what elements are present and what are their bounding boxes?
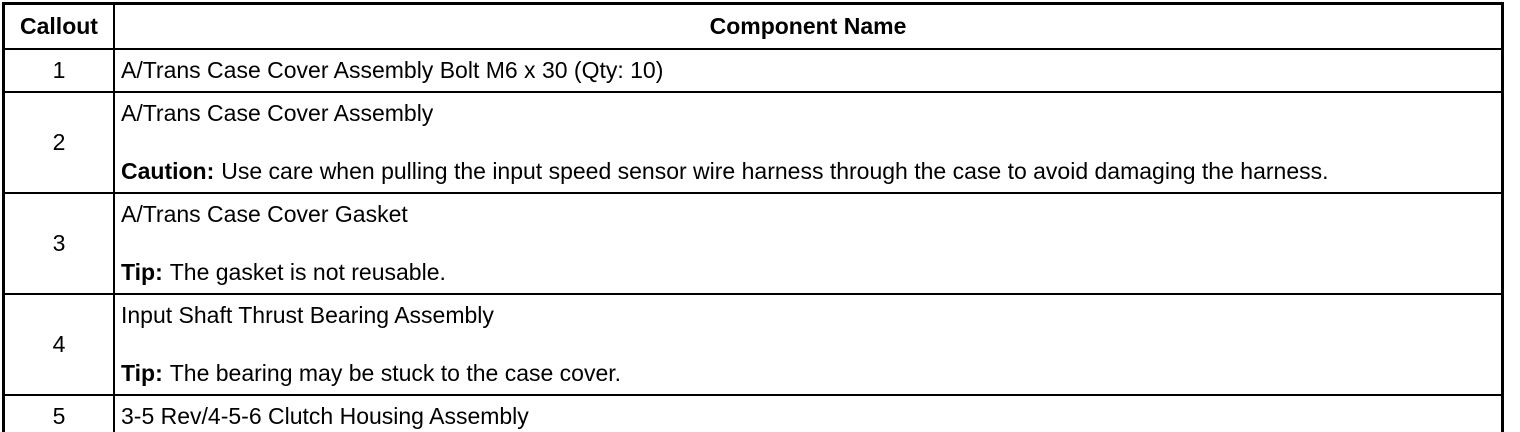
table-header: Callout Component Name: [2, 2, 1504, 50]
component-name: A/Trans Case Cover Assembly Bolt M6 x 30…: [121, 56, 664, 83]
table-row: 2 A/Trans Case Cover Assembly Caution:Us…: [2, 90, 1504, 194]
component-name: A/Trans Case Cover Gasket: [121, 200, 408, 227]
callout-cell: 2: [2, 90, 115, 194]
callout-number: 2: [52, 128, 66, 155]
component-name: Input Shaft Thrust Bearing Assembly: [121, 301, 494, 328]
callout-cell: 5: [2, 393, 115, 432]
component-name: A/Trans Case Cover Assembly: [121, 99, 434, 126]
callout-cell: 1: [2, 47, 115, 93]
component-cell: A/Trans Case Cover Assembly Bolt M6 x 30…: [113, 47, 1504, 93]
callout-number: 1: [52, 56, 66, 83]
component-name: 3-5 Rev/4-5-6 Clutch Housing Assembly: [121, 402, 529, 429]
note-text: The gasket is not reusable.: [169, 258, 446, 285]
component-note: Caution:Use care when pulling the input …: [121, 157, 1495, 186]
callout-number: 3: [52, 229, 66, 256]
note-text: Use care when pulling the input speed se…: [221, 157, 1329, 184]
table-row: 4 Input Shaft Thrust Bearing Assembly Ti…: [2, 292, 1504, 396]
component-cell: A/Trans Case Cover Assembly Caution:Use …: [113, 90, 1504, 194]
table-row: 3 A/Trans Case Cover Gasket Tip:The gask…: [2, 191, 1504, 295]
callout-number: 5: [52, 402, 66, 429]
component-note: Tip:The bearing may be stuck to the case…: [121, 359, 1495, 388]
note-label: Tip:: [121, 258, 163, 285]
component-note: Tip:The gasket is not reusable.: [121, 258, 1495, 287]
note-label: Tip:: [121, 359, 163, 386]
callout-number: 4: [52, 330, 66, 357]
table-body: 1 A/Trans Case Cover Assembly Bolt M6 x …: [2, 47, 1504, 432]
note-label: Caution:: [121, 157, 215, 184]
header-row: Callout Component Name: [2, 2, 1504, 50]
header-callout: Callout: [2, 2, 115, 50]
component-cell: 3-5 Rev/4-5-6 Clutch Housing Assembly: [113, 393, 1504, 432]
callout-cell: 4: [2, 292, 115, 396]
table-row: 5 3-5 Rev/4-5-6 Clutch Housing Assembly: [2, 393, 1504, 432]
component-cell: A/Trans Case Cover Gasket Tip:The gasket…: [113, 191, 1504, 295]
callout-cell: 3: [2, 191, 115, 295]
header-component-name: Component Name: [113, 2, 1504, 50]
table-row: 1 A/Trans Case Cover Assembly Bolt M6 x …: [2, 47, 1504, 93]
component-cell: Input Shaft Thrust Bearing Assembly Tip:…: [113, 292, 1504, 396]
note-text: The bearing may be stuck to the case cov…: [169, 359, 622, 386]
